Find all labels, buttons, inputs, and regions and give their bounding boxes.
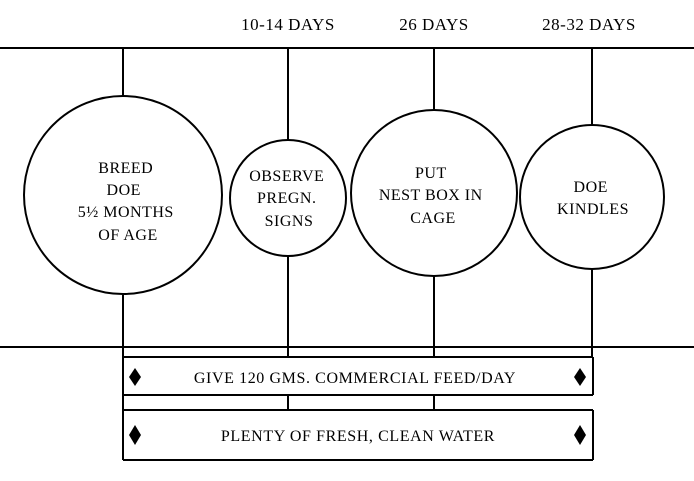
stage-label-line: KINDLES: [557, 201, 629, 218]
stage-label-kindles: DOE KINDLES: [557, 179, 629, 218]
stage-label-line: DOE: [574, 179, 608, 196]
stage-label-line: PUT: [415, 165, 446, 182]
water-bar-right-arrow-icon: [574, 425, 586, 445]
stage-circle-breed: [23, 95, 223, 295]
stage-label-line: PREGN.: [257, 190, 316, 207]
stage-label-line: CAGE: [410, 210, 456, 227]
stage-label-observe: OBSERVE PREGN. SIGNS: [249, 168, 329, 230]
stage-label-line: SIGNS: [265, 213, 314, 230]
header-10-14-days: 10-14 DAYS: [241, 15, 335, 34]
stage-circle-observe: [229, 139, 347, 257]
header-26-days: 26 DAYS: [399, 15, 468, 34]
stage-circle-kindles: [519, 124, 665, 270]
stage-label-line: OBSERVE: [249, 168, 324, 185]
stage-label-line: DOE: [107, 182, 141, 199]
stage-circle-nestbox: [350, 109, 518, 277]
stage-label-line: BREED: [98, 160, 153, 177]
stage-label-line: NEST BOX IN: [379, 187, 483, 204]
feed-bar-right-arrow-icon: [574, 368, 586, 386]
stage-label-breed: BREED DOE 5½ MONTHS OF AGE: [78, 160, 179, 244]
water-bar-label: PLENTY OF FRESH, CLEAN WATER: [221, 428, 495, 445]
header-28-32-days: 28-32 DAYS: [542, 15, 636, 34]
stage-label-line: OF AGE: [98, 227, 157, 244]
water-bar-left-arrow-icon: [129, 425, 141, 445]
feed-bar-label: GIVE 120 GMS. COMMERCIAL FEED/DAY: [194, 370, 516, 387]
stage-label-nestbox: PUT NEST BOX IN CAGE: [379, 165, 487, 227]
stage-label-line: 5½ MONTHS: [78, 204, 174, 221]
feed-bar-left-arrow-icon: [129, 368, 141, 386]
